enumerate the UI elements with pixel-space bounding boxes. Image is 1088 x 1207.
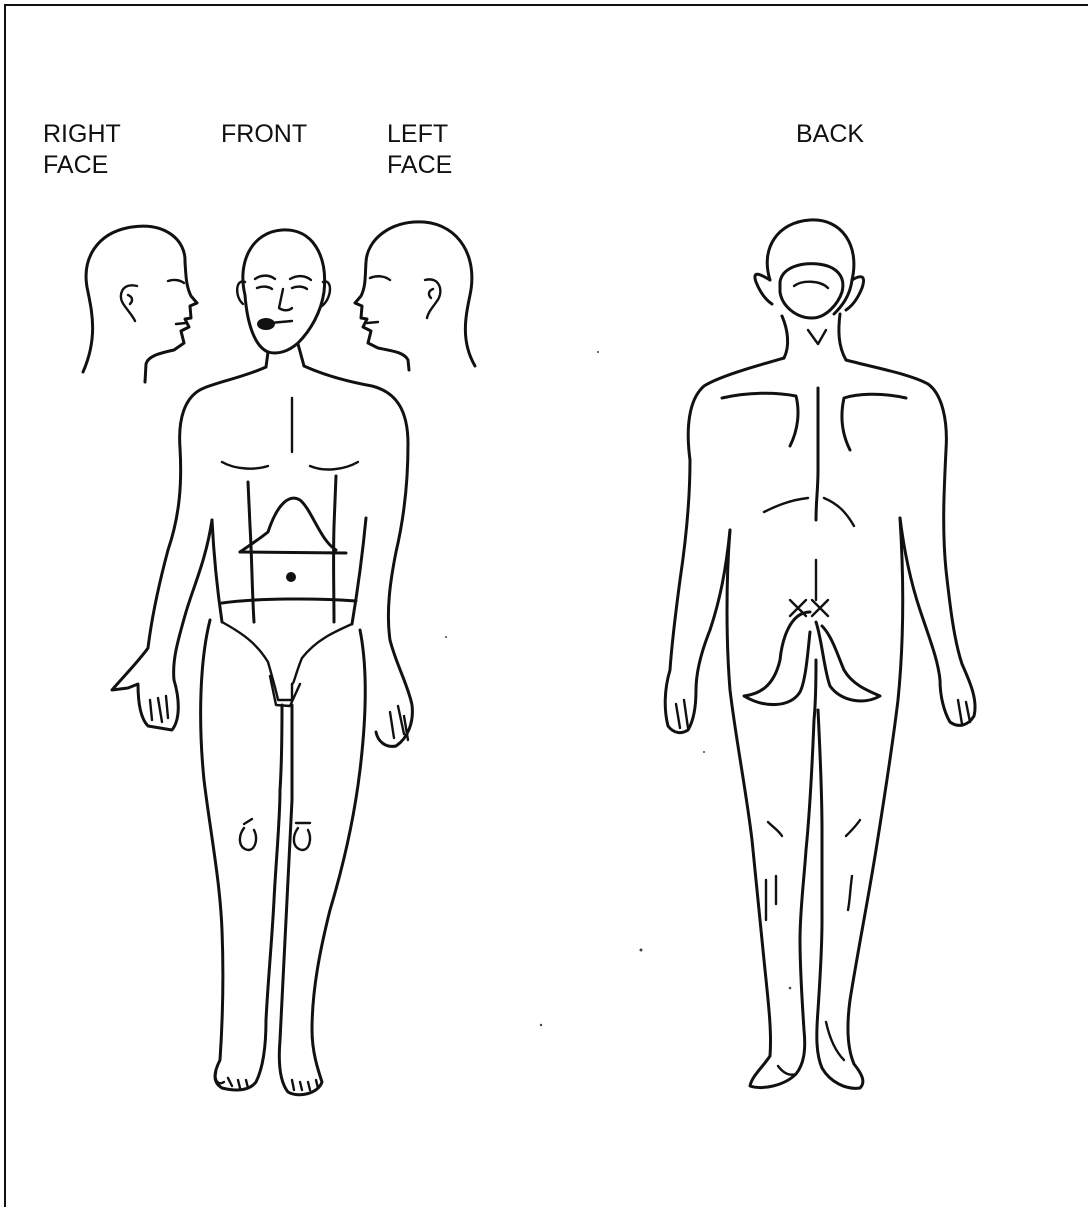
left-face-outline [355,222,475,370]
back-ear-left [755,274,772,304]
front-body [112,366,412,1095]
right-face-profile [83,226,197,382]
front-knee-right [294,828,310,850]
front-waist-line [222,599,356,603]
back-knee-left [768,822,782,836]
front-foot-right [292,1080,318,1090]
back-leg-right [817,518,903,1088]
back-lumbar-left [764,498,808,512]
back-torso-right [846,360,975,725]
front-head-outline [243,230,325,353]
front-mouth [257,318,275,330]
back-head-inner [780,264,843,318]
right-face-eye [168,280,184,283]
right-face-ear [121,285,137,321]
left-face-mouth [367,322,378,323]
back-buttock-right [816,622,880,701]
back-heel-left [778,1066,796,1075]
left-face-ear [425,279,440,318]
back-shoulder-blade-right [842,394,906,450]
front-head [237,230,330,367]
back-buttock-left [744,612,810,705]
back-heel-right [826,1022,844,1060]
back-calf-right [848,876,852,910]
back-spine [816,388,818,520]
front-eye-right [290,276,311,280]
back-lumbar-right [824,498,854,526]
back-mark-x-right [812,600,828,616]
back-knee-right [846,820,860,836]
front-navel [286,572,296,582]
front-torso-right [304,366,412,746]
back-shoulder-blade-left [722,393,798,446]
right-face-mouth [176,323,186,324]
front-abdomen-curve [240,498,336,552]
front-nose [279,289,292,310]
front-leg-left [201,620,282,1090]
left-face-eye [370,276,390,280]
front-abdomen-line [240,552,346,553]
front-knee-left [240,828,256,850]
right-face-outline [83,226,197,382]
back-calf-left [766,876,776,920]
front-pec-left [222,462,268,469]
front-hand-left [150,696,168,722]
back-hand-left [676,700,688,728]
back-mark-x-left [790,600,806,616]
front-pelvis [222,622,292,700]
scan-specks [445,351,791,1026]
back-head-outline [767,220,854,314]
front-eye-left [255,276,275,279]
front-pec-right [310,462,358,469]
back-body [665,220,975,1088]
left-face-profile [355,222,475,370]
back-torso-left [665,358,784,733]
front-neck [266,344,304,367]
back-hand-right [958,700,970,724]
front-arm-inner-left [212,520,222,622]
